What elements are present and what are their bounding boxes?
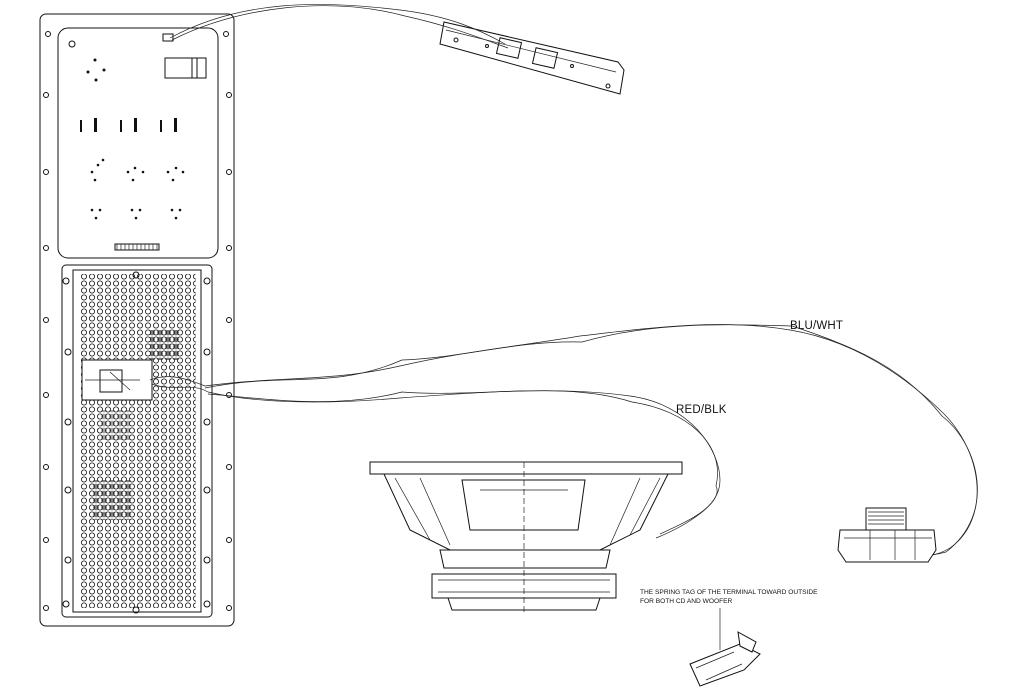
wire-bundle <box>149 4 978 556</box>
label-red-blk: RED/BLK <box>676 404 727 416</box>
spring-terminal <box>689 608 761 687</box>
mounting-screws <box>43 31 232 614</box>
terminal-note-line1: THE SPRING TAG OF THE TERMINAL TOWARD OU… <box>640 589 818 596</box>
tweeter <box>837 507 937 563</box>
control-cable <box>169 4 506 45</box>
wire-blu-wht <box>204 324 978 556</box>
label-blu-wht: BLU/WHT <box>790 320 844 332</box>
terminal-note: THE SPRING TAG OF THE TERMINAL TOWARD OU… <box>640 588 818 606</box>
control-bracket <box>439 21 625 95</box>
amplifier-panel <box>39 13 235 627</box>
circuit-components <box>68 33 207 251</box>
woofer <box>369 461 683 612</box>
speaker-grille <box>80 274 196 608</box>
terminal-note-line2: FOR BOTH CD AND WOOFER <box>640 598 733 605</box>
